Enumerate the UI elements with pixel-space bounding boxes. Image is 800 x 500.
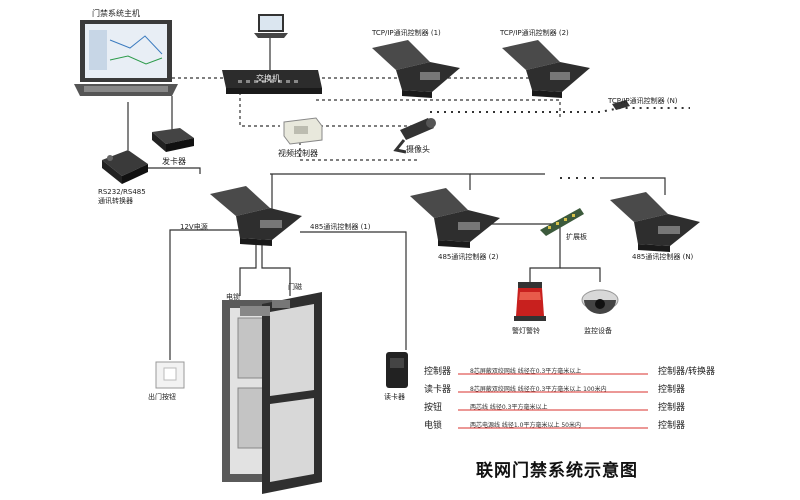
exit-button-icon: [155, 361, 185, 389]
video-controller-icon: [283, 117, 323, 145]
ctrl485-1-label: 485通讯控制器 (1): [310, 223, 371, 231]
legend-right: 控制器: [658, 403, 686, 413]
legend-row: 电锁 两芯电源线 线径1.0平方毫米以上 50米内 控制器: [424, 416, 724, 434]
monitor-label: 监控设备: [584, 327, 612, 335]
alarm-label: 警灯警铃: [512, 327, 540, 335]
dome-camera-icon: [581, 289, 619, 314]
host-label: 门禁系统主机: [92, 9, 140, 18]
ctrl485-N-label: 485通讯控制器 (N): [632, 253, 694, 261]
power-label: 12V电源: [180, 223, 208, 231]
legend-left: 按钮: [424, 403, 443, 413]
camera-icon: [393, 118, 436, 154]
legend-desc: 两芯线 线径0.3平方毫米以上: [470, 404, 548, 411]
legend-row: 按钮 两芯线 线径0.3平方毫米以上 控制器: [424, 398, 724, 416]
ctrl485-2-label: 485通讯控制器 (2): [438, 253, 499, 261]
converter-label: RS232/RS485 通讯转换器: [98, 188, 146, 205]
legend-right: 控制器: [658, 421, 686, 431]
legend-row: 控制器 8芯屏蔽双绞网线 线径在0.3平方毫米以上 控制器/转换器: [424, 362, 724, 380]
card-issuer-label: 发卡器: [162, 157, 186, 166]
tcp-chain-device-icon: [612, 100, 630, 110]
laptop-icon: [254, 14, 288, 38]
ctrl485-1-icon: [210, 186, 302, 246]
tcp1-label: TCP/IP通讯控制器 (1): [372, 29, 441, 37]
tcpN-label: TCP/IP通讯控制器 (N): [608, 97, 678, 105]
card-issuer-icon: [152, 128, 194, 152]
diagram-title: 联网门禁系统示意图: [476, 461, 638, 481]
legend-right: 控制器/转换器: [658, 367, 716, 377]
wiring-legend: 控制器 8芯屏蔽双绞网线 线径在0.3平方毫米以上 控制器/转换器 读卡器 8芯…: [424, 362, 724, 434]
door-icon: [222, 292, 322, 494]
ctrl485-N-icon: [610, 192, 700, 252]
camera-label: 摄像头: [406, 145, 430, 154]
lock-label: 电锁: [226, 293, 240, 301]
exit-button-label: 出门按钮: [148, 393, 176, 401]
expansion-board-icon: [540, 208, 584, 236]
converter-icon: [102, 150, 148, 184]
legend-desc: 8芯屏蔽双绞网线 线径在0.3平方毫米以上 100米内: [470, 386, 607, 393]
host-computer-icon: [74, 20, 178, 96]
ctrl485-2-icon: [410, 188, 500, 248]
legend-desc: 两芯电源线 线径1.0平方毫米以上 50米内: [470, 422, 581, 429]
door-magnet-label: 门磁: [288, 283, 302, 291]
alarm-light-icon: [514, 282, 546, 321]
reader-label: 读卡器: [384, 393, 405, 401]
tcp-controller-1-icon: [372, 40, 460, 98]
legend-lines: [458, 373, 648, 429]
card-reader-icon: [386, 352, 408, 388]
expansion-label: 扩展板: [566, 233, 587, 241]
tcp2-label: TCP/IP通讯控制器 (2): [500, 29, 569, 37]
switch-icon: [222, 70, 322, 94]
legend-desc: 8芯屏蔽双绞网线 线径在0.3平方毫米以上: [470, 368, 582, 375]
legend-left: 电锁: [424, 421, 443, 431]
legend-left: 读卡器: [424, 385, 452, 395]
legend-row: 读卡器 8芯屏蔽双绞网线 线径在0.3平方毫米以上 100米内 控制器: [424, 380, 724, 398]
switch-label: 交换机: [256, 74, 280, 83]
tcp-controller-2-icon: [502, 40, 590, 98]
video-controller-label: 视频控制器: [278, 149, 318, 158]
legend-right: 控制器: [658, 385, 686, 395]
legend-left: 控制器: [424, 367, 452, 377]
